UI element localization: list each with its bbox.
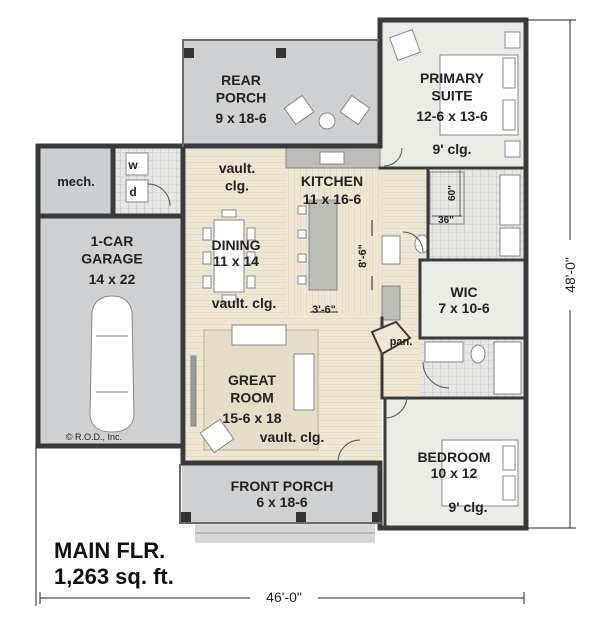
hall-toilet	[470, 344, 486, 364]
dining-size: 11 x 14	[213, 253, 259, 269]
shower-depth-dimension: 36"	[438, 215, 454, 226]
porch-post	[276, 48, 286, 58]
porch-side-table	[318, 112, 336, 130]
fridge	[381, 285, 401, 321]
dining-chair	[202, 251, 212, 265]
porch-chair	[339, 94, 371, 126]
overall-depth-dimension: 48'-0"	[562, 257, 578, 293]
rear-porch-size: 9 x 18-6	[215, 110, 267, 126]
doors	[147, 147, 450, 463]
dryer-label: d	[129, 185, 136, 199]
shower	[429, 171, 465, 225]
wic-size: 7 x 10-6	[438, 300, 490, 316]
walls	[35, 17, 529, 531]
pillow	[502, 445, 516, 471]
dining-name: DINING	[212, 237, 261, 253]
plan-title: MAIN FLR.	[54, 538, 166, 563]
car	[89, 295, 135, 433]
nightstand	[504, 140, 521, 158]
porch-chair	[283, 94, 315, 126]
dining-chair	[221, 209, 237, 218]
bedroom-size: 10 x 12	[431, 465, 478, 481]
dryer	[125, 179, 149, 203]
kitchen-name: KITCHEN	[301, 173, 363, 189]
front-porch-floor	[182, 465, 380, 523]
hall-tub	[493, 341, 522, 395]
washer	[125, 152, 149, 176]
primary-suite-ceiling: 9' clg.	[432, 141, 471, 157]
dining-chair	[246, 251, 256, 265]
kitchen-sink	[319, 151, 345, 165]
island-depth-dimension: 8'-6"	[357, 244, 369, 268]
armchair	[199, 418, 235, 454]
overall-width-dimension: 46'-0"	[266, 589, 302, 605]
front-porch-name: FRONT PORCH	[231, 478, 334, 494]
range	[381, 235, 401, 265]
fireplace	[190, 355, 197, 427]
stool	[297, 275, 307, 285]
kitchen-size: 11 x 16-6	[303, 191, 362, 207]
dining-chair	[202, 275, 212, 289]
dining-chair	[221, 294, 237, 303]
copyright: © R.O.D., Inc.	[66, 432, 122, 442]
vault-ceiling-dining: vault. clg.	[212, 295, 277, 311]
mech-room-floor	[40, 148, 112, 214]
vault-ceiling-note: vault.clg.	[219, 160, 256, 194]
wic-floor	[420, 262, 524, 338]
kitchen-island	[308, 199, 338, 291]
front-porch-size: 6 x 18-6	[256, 494, 308, 510]
mech-name: mech.	[57, 174, 95, 189]
dining-chair	[246, 227, 256, 241]
dining-chair	[246, 275, 256, 289]
hall-bath-vanity	[424, 341, 464, 363]
island-width-dimension: 3'-6"	[312, 304, 336, 316]
bath-vanity	[499, 174, 521, 226]
bedroom-name: BEDROOM	[417, 449, 490, 465]
washer-label: w	[127, 158, 138, 172]
stool	[297, 205, 307, 215]
porch-post	[181, 512, 191, 522]
great-room-size: 15-6 x 18	[222, 410, 281, 426]
stool	[297, 253, 307, 263]
plan-square-footage: 1,263 sq. ft.	[54, 564, 174, 589]
tub-vanity	[499, 227, 521, 257]
bedroom-ceiling: 9' clg.	[448, 499, 487, 515]
pantry-name: pan.	[390, 336, 413, 348]
great-room-ceiling: vault. clg.	[260, 429, 325, 445]
garage-size: 14 x 22	[89, 271, 136, 287]
pillow	[502, 475, 516, 501]
suite-chair	[388, 28, 422, 62]
pillow	[502, 57, 516, 89]
primary-suite-size: 12-6 x 13-6	[416, 108, 488, 124]
shower-width-dimension: 60"	[447, 185, 458, 201]
laundry-floor	[113, 148, 185, 214]
dining-table	[213, 219, 245, 293]
fixtures	[89, 28, 522, 522]
wic-name: WIC	[450, 284, 477, 300]
sofa	[293, 353, 315, 411]
dining-chair	[202, 227, 212, 241]
stool	[297, 229, 307, 239]
nightstand	[504, 31, 521, 49]
porch-post	[296, 512, 306, 522]
pillow	[502, 99, 516, 131]
porch-post	[372, 512, 382, 522]
porch-post	[184, 48, 194, 58]
sofa	[231, 324, 287, 346]
